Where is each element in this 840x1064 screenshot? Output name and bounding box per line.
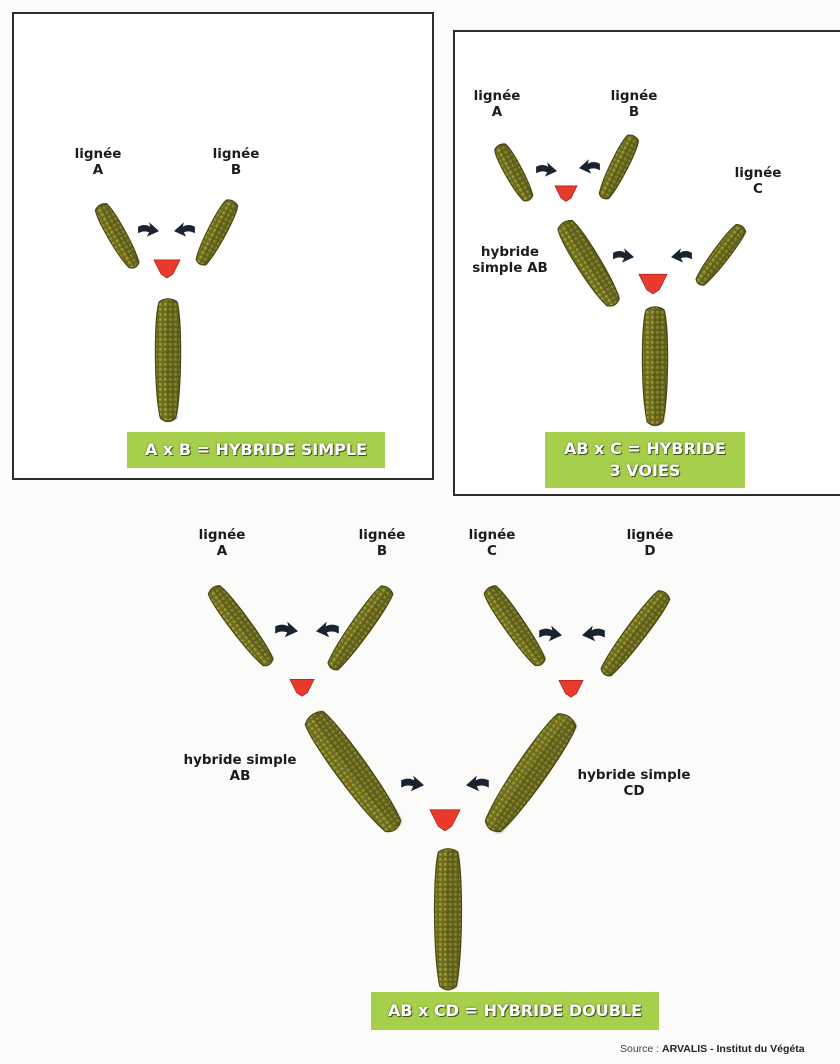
- banner-single-hybrid: A x B = HYBRIDE SIMPLE: [127, 432, 385, 468]
- cross-arrow-icon: [316, 622, 339, 638]
- cob-three-way-hybrid: [642, 307, 667, 426]
- cross-arrow-icon: [174, 222, 195, 236]
- cob-hybrid-ab: [554, 216, 625, 311]
- cob-line-c: [692, 222, 748, 289]
- cross-arrow-icon: [582, 626, 605, 642]
- cob-line-b: [192, 197, 241, 269]
- cross-arrow-icon: [466, 776, 489, 792]
- banner-three-way-hybrid: AB x C = HYBRIDE 3 VOIES: [545, 432, 745, 488]
- cob-line-a: [205, 582, 278, 670]
- cross-arrow-icon: [138, 222, 159, 236]
- source-credit: Source : ARVALIS - Institut du Végéta: [620, 1043, 805, 1055]
- cross-arrow-icon: [671, 248, 692, 262]
- cross-arrow-icon: [539, 626, 562, 642]
- merge-arrow-icon: [154, 260, 180, 278]
- merge-arrow-icon: [290, 679, 314, 696]
- cob-line-d: [596, 587, 673, 680]
- merge-arrow-icon: [559, 680, 583, 697]
- cross-arrow-icon: [275, 622, 298, 638]
- merge-arrow-icon: [555, 186, 577, 201]
- cob-hybrid-simple: [155, 299, 180, 422]
- cob-hybrid-cd: [478, 708, 582, 838]
- cob-hybrid-ab: [299, 706, 407, 839]
- cross-arrow-icon: [579, 159, 600, 173]
- cob-line-c: [480, 582, 549, 670]
- cob-line-a: [92, 201, 143, 272]
- cob-line-a: [492, 141, 537, 204]
- cross-arrow-icon: [536, 162, 557, 176]
- cob-double-hybrid: [435, 849, 462, 990]
- merge-arrow-icon: [639, 274, 667, 294]
- merge-arrow-icon: [430, 810, 460, 831]
- cob-line-b: [595, 132, 641, 202]
- cross-arrow-icon: [613, 248, 634, 262]
- cross-arrow-icon: [401, 776, 424, 792]
- banner-double-hybrid: AB x CD = HYBRIDE DOUBLE: [371, 992, 659, 1030]
